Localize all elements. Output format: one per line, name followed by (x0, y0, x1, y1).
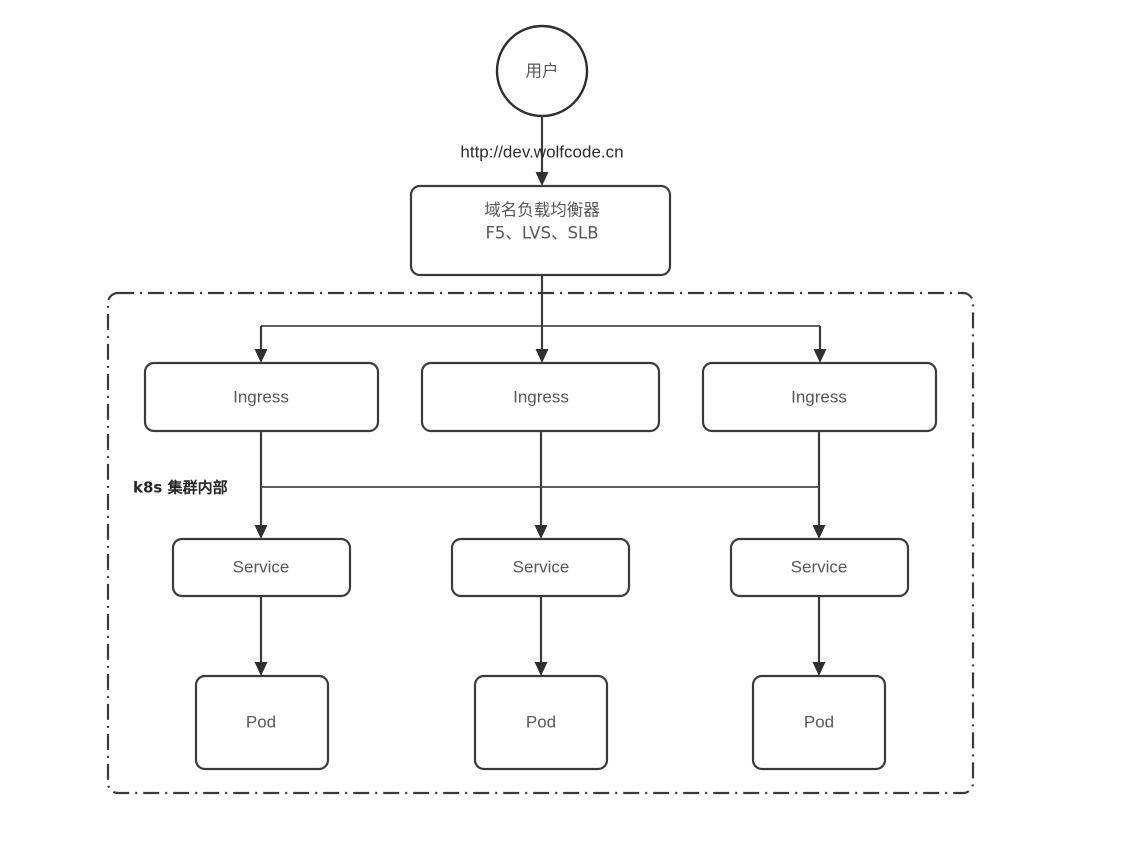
arrowhead-fanout-to-ingress-1 (254, 349, 268, 363)
pod-node-1-label: Pod (246, 712, 276, 731)
load-balancer-label-line1: 域名负载均衡器 (484, 201, 600, 220)
arrowhead-service-2-to-pod-2 (534, 662, 548, 676)
pod-node-2-label: Pod (526, 712, 556, 731)
load-balancer-label-line2: F5、LVS、SLB (485, 224, 598, 243)
arrowhead-ingress-2-to-service-2 (534, 525, 548, 539)
k8s-cluster-label: k8s 集群内部 (133, 479, 228, 497)
pod-node-1[interactable] (194, 674, 330, 771)
service-node-2-label: Service (513, 557, 570, 576)
ingress-node-2-label: Ingress (513, 387, 569, 406)
arrowhead-ingress-1-to-service-1 (254, 525, 268, 539)
pod-node-3[interactable] (751, 674, 887, 771)
ingress-node-1-label: Ingress (233, 387, 289, 406)
load-balancer-node[interactable] (409, 184, 672, 277)
user-node-label: 用户 (526, 62, 559, 81)
arrowhead-fanout-to-ingress-3 (813, 349, 827, 363)
pod-node-2[interactable] (473, 674, 609, 771)
ingress-node-3-label: Ingress (791, 387, 847, 406)
k8s-cluster-boundary (106, 291, 975, 795)
service-node-1-label: Service (233, 557, 290, 576)
arrowhead-service-1-to-pod-1 (254, 662, 268, 676)
service-node-3-label: Service (791, 557, 848, 576)
pod-node-3-label: Pod (804, 712, 834, 731)
entry-url-label: http://dev.wolfcode.cn (460, 142, 623, 161)
arrowhead-ingress-3-to-service-3 (812, 525, 826, 539)
arrowhead-service-3-to-pod-3 (812, 662, 826, 676)
arrowhead-fanout-to-ingress-2 (535, 349, 549, 363)
arrowhead-user-to-loadbalancer (535, 172, 549, 186)
